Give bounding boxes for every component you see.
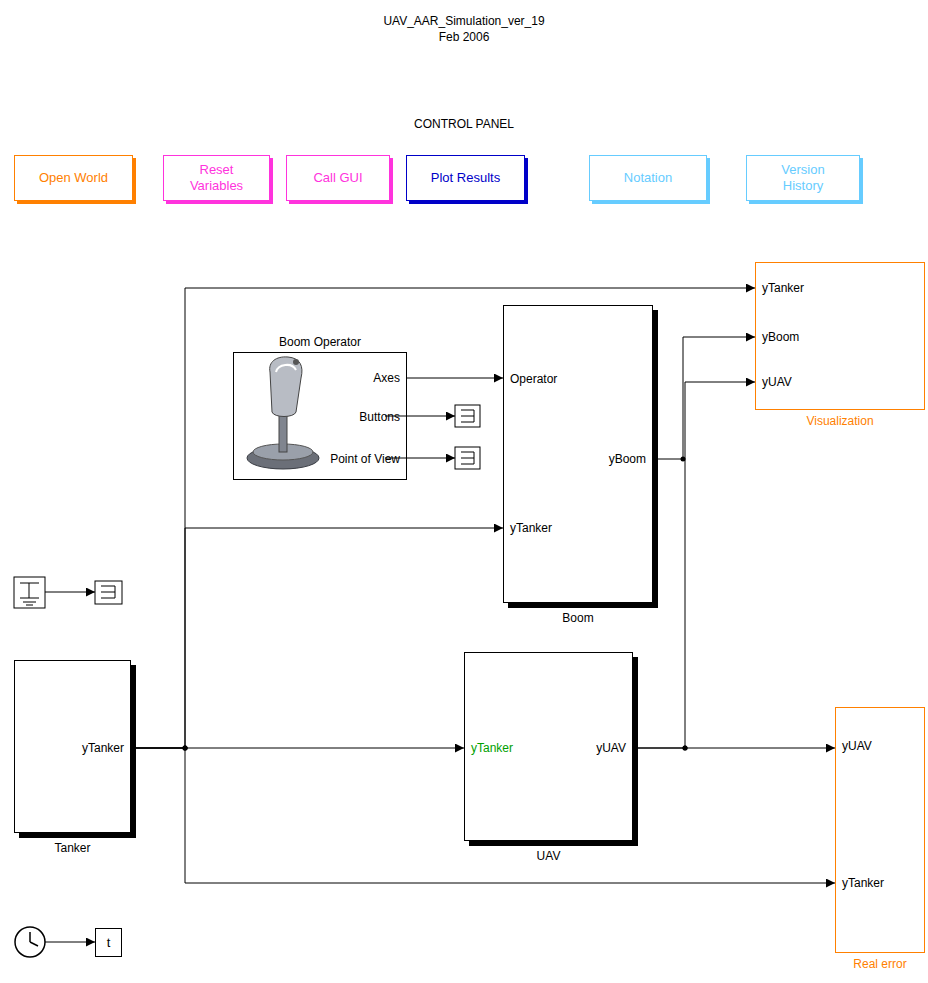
button-block: Notation <box>589 155 707 201</box>
block-label: t <box>107 936 111 950</box>
port-label: Point of View <box>330 452 400 466</box>
junction-dot <box>183 746 188 751</box>
port-label: yBoom <box>609 452 646 466</box>
port-label: yTanker <box>762 281 804 295</box>
button-label: Plot Results <box>431 170 500 186</box>
signal-line <box>633 748 835 749</box>
scope-block: yUAVyTankerReal error <box>835 707 925 953</box>
junction-dot <box>683 746 688 751</box>
button-block: Open World <box>14 155 133 201</box>
signal-line <box>131 748 835 883</box>
subsystem-block: OperatoryBoomyTankerBoom <box>503 305 653 603</box>
port-label: yUAV <box>842 739 872 753</box>
title-block: UAV_AAR_Simulation_ver_19 Feb 2006 <box>0 13 928 45</box>
button-label: Open World <box>39 170 108 186</box>
port-label: yTanker <box>82 741 124 755</box>
ground-symbol <box>14 577 122 608</box>
port-label: Buttons <box>359 410 400 424</box>
signal-line <box>407 378 503 379</box>
port-label: yTanker <box>510 521 552 535</box>
port-label: Axes <box>373 371 400 385</box>
signal-line <box>131 288 755 748</box>
junction-dot <box>183 746 188 751</box>
port-label: yUAV <box>762 375 792 389</box>
junction-dot <box>183 746 188 751</box>
subsystem-block: yTankeryUAVUAV <box>464 652 633 841</box>
button-label: Version History <box>781 162 824 194</box>
junction-dot <box>681 457 686 462</box>
visualization-block: yTankeryBoomyUAVVisualization <box>755 262 925 410</box>
button-block: Version History <box>746 155 860 201</box>
block-name: Tanker <box>54 841 90 855</box>
joystick-icon <box>247 357 319 469</box>
section-label: CONTROL PANEL <box>414 117 514 131</box>
clock-symbol <box>15 927 95 957</box>
block-heading: Boom Operator <box>279 335 361 349</box>
block-name: Boom <box>562 611 593 625</box>
junction-dot <box>683 746 688 751</box>
diagram-title: UAV_AAR_Simulation_ver_19 Feb 2006 <box>383 13 544 45</box>
button-label: Reset Variables <box>190 162 243 194</box>
signal-line <box>131 528 503 748</box>
button-label: Notation <box>624 170 672 186</box>
block-name: UAV <box>537 849 561 863</box>
joystick-block: Boom OperatorAxesButtonsPoint of View <box>233 352 407 480</box>
port-label: Operator <box>510 372 557 386</box>
block-name: Real error <box>853 957 906 971</box>
block-name: Visualization <box>806 414 873 428</box>
port-label: yUAV <box>596 741 626 755</box>
port-label: yTanker <box>842 876 884 890</box>
port-label: yBoom <box>762 330 799 344</box>
button-label: Call GUI <box>313 170 362 186</box>
signal-line <box>633 382 755 748</box>
button-block: Reset Variables <box>163 155 270 201</box>
port-label: yTanker <box>471 741 513 755</box>
subsystem-block: yTankerTanker <box>14 660 131 833</box>
goto-block: t <box>95 928 122 957</box>
button-block: Plot Results <box>406 155 525 201</box>
button-block: Call GUI <box>286 155 390 201</box>
signal-line <box>653 337 755 459</box>
